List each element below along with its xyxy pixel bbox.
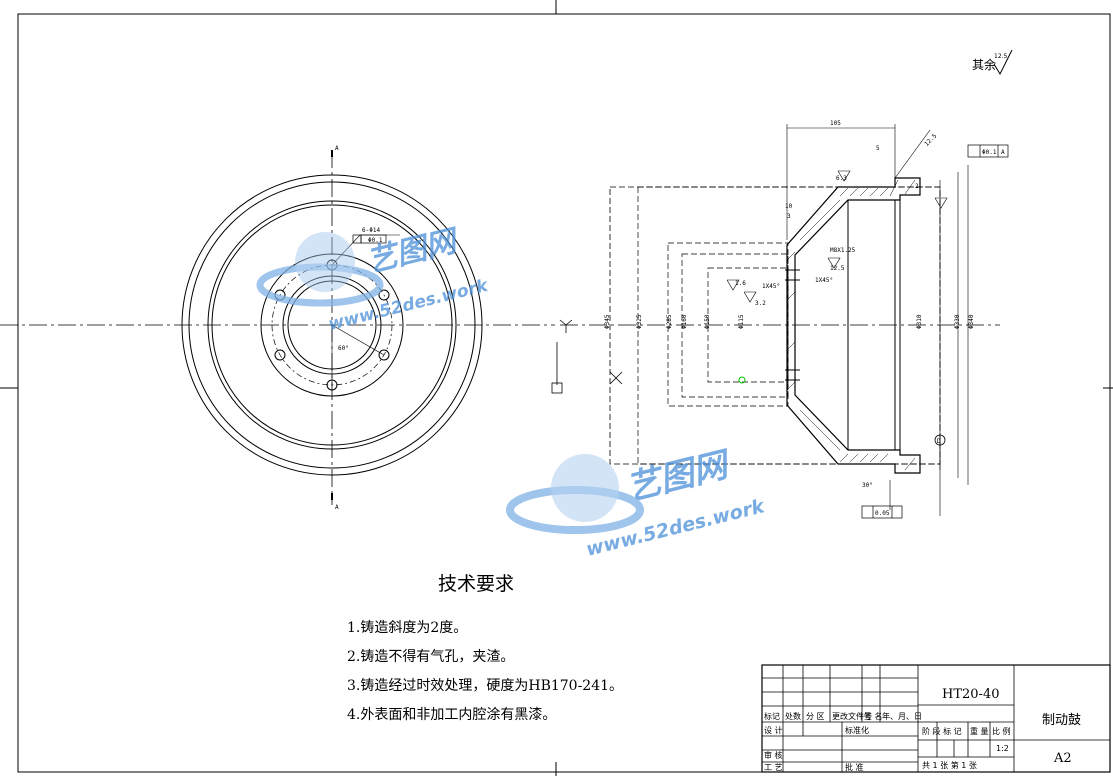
- roughness-4: 12.5: [830, 265, 845, 272]
- hdr-sign: 签 名: [864, 711, 883, 721]
- tech-requirement-2: 2.铸造不得有气孔，夹渣。: [347, 648, 514, 665]
- front-view: [0, 150, 555, 505]
- watermark-brand-2: 艺图网: [623, 444, 736, 509]
- dia-right-2: Φ340: [968, 314, 975, 329]
- watermark-swoosh-icon-2: [506, 486, 644, 534]
- tech-requirement-4: 4.外表面和非加工内腔涂有黑漆。: [347, 707, 556, 723]
- center-marker-icon: [738, 376, 746, 384]
- hdr-zone: 分 区: [806, 712, 825, 721]
- watermark-globe-icon: [295, 232, 355, 292]
- dim-top-0: 105: [830, 120, 841, 127]
- part-name: 制动鼓: [1042, 713, 1081, 728]
- hole-callout: 6-Φ14: [362, 227, 380, 234]
- material: HT20-40: [942, 687, 999, 702]
- front-view-labels: 6-Φ14 Φ0.1 60° A A: [335, 145, 383, 511]
- dim-top-3: 10: [785, 203, 793, 210]
- dia-3: Φ160: [681, 314, 688, 329]
- section-dim-labels: 105 5 2 10 3 Φ345 Φ325 Φ285 Φ160 Φ150 Φ1…: [604, 120, 1005, 517]
- ratio-label: 比 例: [992, 726, 1011, 736]
- datum-label-2: A: [1001, 149, 1005, 156]
- roughness-note-label: 其余: [972, 57, 996, 72]
- watermark-swoosh-icon: [256, 263, 384, 307]
- tech-requirements: 技术要求 1.铸造斜度为2度。 2.铸造不得有气孔，夹渣。 3.铸造经过时效处理…: [347, 573, 623, 723]
- sheet-size: A2: [1053, 751, 1072, 766]
- chamfer-0: 1X45°: [762, 283, 780, 290]
- chamfer-1: 1X45°: [815, 277, 833, 284]
- dim-top-2: 2: [915, 183, 919, 190]
- check-label: 审 核: [764, 750, 783, 760]
- scale: 1:2: [996, 744, 1009, 753]
- roughness-3: 3.2: [755, 300, 766, 307]
- roughness-1: 6.3: [836, 175, 847, 182]
- dia-2: Φ285: [666, 314, 673, 329]
- dia-right-1: Φ330: [954, 314, 961, 329]
- weight-label: 重 量: [970, 726, 989, 736]
- runout-tolerance: 0.05: [875, 510, 890, 517]
- watermark-globe-icon-2: [551, 454, 619, 522]
- dia-4: Φ150: [704, 314, 711, 329]
- roughness-symbol-icon: [993, 49, 1013, 76]
- dia-right-0: Φ310: [916, 314, 923, 329]
- dim-top-4: 3: [787, 213, 791, 220]
- standardize-label: 标准化: [845, 725, 869, 735]
- angle-bottom: 30°: [862, 482, 873, 489]
- dia-5: Φ115: [738, 314, 745, 329]
- hdr-change-doc: 更改文件号: [832, 711, 872, 721]
- concentricity-tolerance: Φ0.1: [982, 149, 997, 156]
- hdr-date: 年、月、日: [882, 711, 922, 721]
- approve-label: 批 准: [845, 762, 864, 772]
- section-label-bottom: A: [335, 504, 339, 511]
- watermark-url: www.52des.work: [326, 275, 491, 334]
- dia-0: Φ345: [604, 314, 611, 329]
- hdr-mark: 标记: [764, 711, 780, 721]
- dim-top-1: 5: [876, 145, 880, 152]
- datum-label: D: [937, 438, 941, 445]
- tech-requirements-title: 技术要求: [438, 573, 514, 595]
- title-block-text: HT20-40 制动鼓 A2 1:2 标记 处数 分 区 更改文件号 签 名 年…: [764, 687, 1081, 772]
- dia-1: Φ325: [636, 314, 643, 329]
- roughness-2: 1.6: [735, 280, 746, 287]
- tech-requirement-3: 3.铸造经过时效处理，硬度为HB170-241。: [347, 678, 623, 694]
- position-tolerance: Φ0.1: [368, 237, 383, 244]
- section-view: [551, 124, 1009, 519]
- roughness-note-value: 12.5: [994, 53, 1008, 60]
- hdr-count: 处数: [785, 711, 801, 721]
- stage-mark-label: 阶 段 标 记: [922, 726, 962, 736]
- hole-angle: 60°: [338, 345, 349, 352]
- section-label-top: A: [335, 145, 339, 152]
- process-label: 工 艺: [764, 763, 783, 772]
- sheets-label: 共 1 张 第 1 张: [922, 760, 977, 770]
- title-block: [761, 664, 1111, 773]
- tech-requirement-1: 1.铸造斜度为2度。: [347, 620, 467, 636]
- roughness-note: 其余 12.5: [972, 49, 1013, 76]
- design-label: 设 计: [764, 725, 783, 735]
- thread-callout: M8X1.25: [830, 247, 856, 254]
- roughness-0: 12.5: [923, 132, 938, 147]
- watermark-2: 艺图网 www.52des.work: [506, 444, 768, 561]
